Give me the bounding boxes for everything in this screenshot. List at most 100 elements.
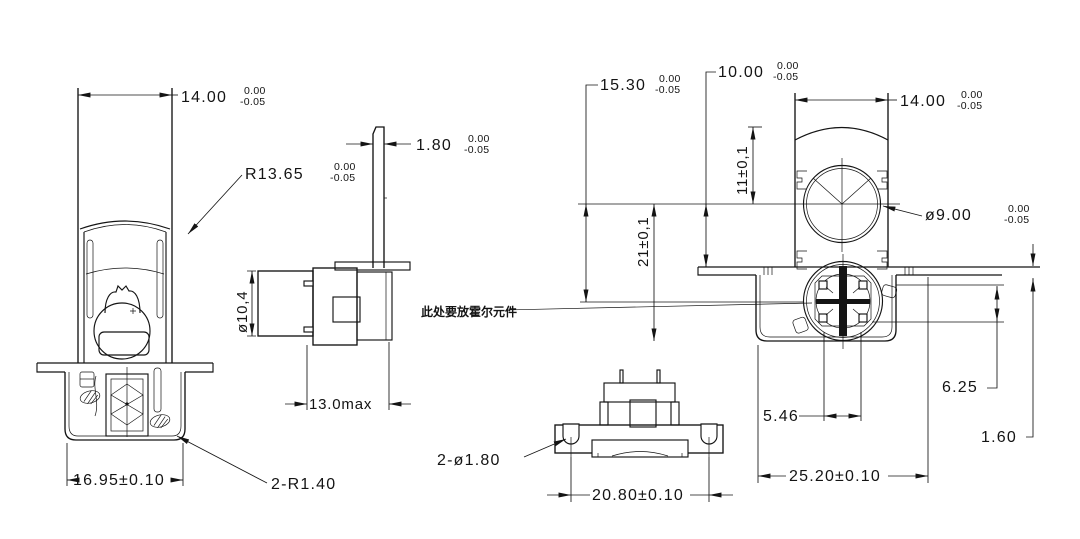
- hatch-lines: [83, 390, 99, 405]
- lower-slot: [153, 367, 162, 413]
- wire-curve: [94, 375, 98, 417]
- clip-block: [79, 371, 95, 388]
- base-housing-inner: [68, 372, 182, 437]
- dim-text: 16.95±0.10: [73, 472, 165, 489]
- tol-upper: 0.00: [777, 60, 799, 72]
- side-slot-right: [156, 239, 164, 319]
- hole-outline: [149, 414, 171, 428]
- u-notch-left: [562, 423, 580, 445]
- bulb-circle: [93, 302, 151, 360]
- center-block: [629, 399, 657, 428]
- flange-wing-right: [185, 363, 214, 373]
- dim-text: 20.80±0.10: [592, 487, 684, 504]
- pin-left: [619, 369, 624, 384]
- latch-outline: [881, 284, 898, 299]
- tol-upper: 0.00: [468, 133, 490, 145]
- tol-lower: -0.05: [1004, 214, 1029, 226]
- bottom-view: 2-ø1.80 20.80±0.10: [437, 369, 733, 504]
- side-slot-left: [86, 239, 94, 319]
- terminal-blade: [372, 126, 385, 268]
- clip-lower-right: [877, 250, 888, 270]
- lower-housing-outer: [755, 275, 897, 342]
- bottom-plate: [591, 439, 689, 458]
- column-left: [599, 401, 609, 426]
- tol-lower: -0.05: [957, 100, 982, 112]
- flange-bottom-line: [697, 267, 1002, 276]
- dim-text: 25.20±0.10: [789, 468, 881, 485]
- spring-arc: [611, 451, 669, 457]
- clip-lower-left: [796, 250, 807, 270]
- tol-upper: 0.00: [1008, 203, 1030, 215]
- tab-upper: [303, 280, 314, 287]
- hatched-hole-left: [79, 390, 101, 405]
- dome-arc: [794, 127, 889, 141]
- hole-outline: [79, 390, 101, 404]
- rear-block: [356, 271, 393, 341]
- hatch-lines: [153, 414, 169, 429]
- dim-line: [987, 286, 998, 389]
- flange-ribs: [763, 267, 914, 275]
- u-notch-right: [700, 423, 718, 445]
- hole-diagonals: [812, 177, 872, 205]
- column-right: [670, 401, 680, 426]
- hole-inner-circle: [806, 168, 878, 240]
- dim-front-width: 14.00 0.00 -0.05: [78, 85, 266, 108]
- dim-rear-step-height: 6.25: [942, 286, 1000, 396]
- step-ref-lines: [872, 284, 1004, 323]
- dim-text: 14.00: [900, 93, 946, 110]
- dim-text: 5.46: [763, 408, 799, 425]
- dim-line: [1026, 278, 1034, 438]
- tol-lower: -0.05: [773, 71, 798, 83]
- base-housing-outer: [64, 372, 186, 441]
- dim-rear-flange-to-center: 10.00 0.00 -0.05: [703, 60, 799, 267]
- connector-ticks: [825, 286, 861, 316]
- hole-outer-circle: [802, 164, 882, 244]
- dim-side-depth: 13.0max: [285, 342, 411, 413]
- shelf-arc: [85, 267, 165, 275]
- dim-front-base-width: 16.95±0.10: [66, 443, 184, 489]
- bulb-crown: [104, 284, 141, 314]
- dim-text: 14.00: [181, 89, 227, 106]
- tol-upper: 0.00: [244, 85, 266, 97]
- dim-rear-slot-width: 5.46: [763, 332, 862, 425]
- mid-body: [312, 267, 358, 346]
- notch-centerlines: [570, 437, 710, 457]
- dim-text: 2-ø1.80: [437, 452, 501, 469]
- contact-tab-br: [858, 313, 868, 323]
- note-leader-line: [505, 302, 813, 311]
- dim-rear-width: 14.00 0.00 -0.05: [795, 89, 983, 112]
- center-mark: [130, 308, 136, 314]
- ext-lines: [823, 332, 862, 421]
- dim-text: 6.25: [942, 379, 978, 396]
- pin-right: [656, 369, 661, 384]
- dome-arc-outer: [79, 220, 171, 230]
- dim-front-dome-radius: R13.65 0.00 -0.05: [187, 161, 356, 235]
- clip-upper-right: [877, 170, 888, 190]
- dim-text: 11±0,1: [734, 146, 751, 195]
- leader-line: [882, 205, 923, 217]
- contact-tab-tr: [858, 280, 868, 290]
- top-block: [603, 382, 676, 403]
- tol-upper: 0.00: [334, 161, 356, 173]
- bulb-slot: [98, 331, 150, 356]
- dim-line: [705, 71, 716, 267]
- note-text: 此处要放霍尔元件: [421, 304, 517, 319]
- dim-rear-center-offset: 15.30 0.00 -0.05: [583, 73, 681, 302]
- tol-lower: -0.05: [330, 172, 355, 184]
- dim-text: 15.30: [600, 77, 646, 94]
- tol-upper: 0.00: [961, 89, 983, 101]
- latch-left: [792, 316, 809, 334]
- tol-upper: 0.00: [659, 73, 681, 85]
- dim-text: 1.80: [416, 137, 452, 154]
- flange-wing-left: [36, 363, 65, 373]
- hatched-hole-right: [149, 414, 171, 429]
- dim-text: R13.65: [245, 166, 304, 183]
- dim-text: 2-R1.40: [271, 476, 336, 493]
- body-sides: [794, 93, 889, 267]
- dim-side-blade: 1.80 0.00 -0.05: [346, 133, 490, 156]
- dim-rear-hole-diameter: ø9.00 0.00 -0.05: [882, 203, 1030, 226]
- tol-lower: -0.05: [240, 96, 265, 108]
- ext-lines: [306, 342, 390, 410]
